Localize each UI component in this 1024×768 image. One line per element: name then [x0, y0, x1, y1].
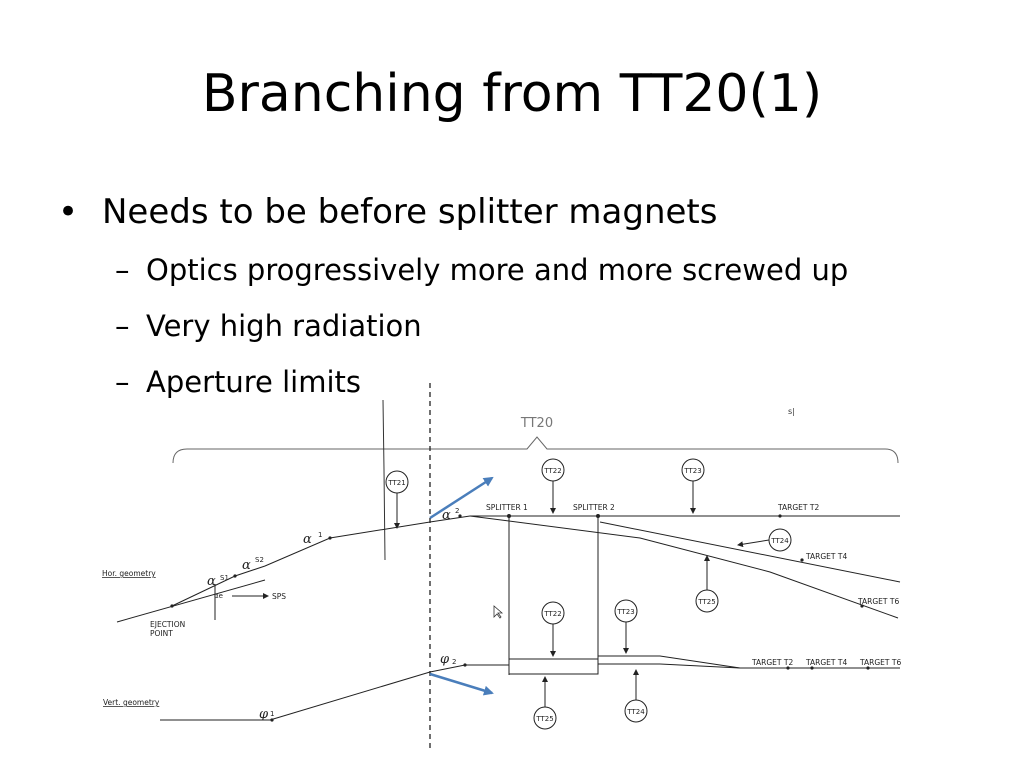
tt25-bottom-label: TT25	[535, 715, 553, 723]
sub-bullet-text: Optics progressively more and more screw…	[146, 253, 849, 287]
sub-bullet-dash: –	[115, 309, 130, 343]
sub-bullet-dash: –	[115, 253, 130, 287]
tt22-top-label: TT22	[543, 467, 561, 475]
tt25-top-circle	[695, 555, 719, 613]
tt22-bottom-circle	[541, 601, 565, 657]
horizontal-dots	[170, 514, 864, 608]
hor-geometry-label: Hor. geometry	[102, 569, 156, 578]
vertical-geometry	[160, 655, 900, 721]
vert-target-t4-label: TARGET T4	[805, 658, 847, 667]
sub-bullet-item: – Optics progressively more and more scr…	[58, 250, 998, 290]
alpha-s1-symbol: α	[207, 574, 216, 589]
tt21-label: TT21	[387, 479, 405, 487]
bullet-list: • Needs to be before splitter magnets – …	[58, 190, 998, 402]
tt24-top-circle	[737, 528, 792, 552]
vertical-dots	[270, 663, 870, 722]
phi-2-index: 2	[452, 658, 456, 666]
alpha-2-symbol: α	[442, 508, 451, 523]
bullet-dot: •	[58, 192, 79, 232]
tt23-top-circle	[681, 458, 705, 514]
tt22-top-circle	[541, 458, 565, 514]
tt21-circle	[385, 470, 409, 529]
tt23-bottom-circle	[614, 599, 638, 654]
tt20-label: TT20	[520, 416, 553, 431]
tt24-bottom-circle	[624, 669, 648, 723]
vert-geometry-label: Vert. geometry	[103, 698, 160, 707]
sub-bullet-item: – Aperture limits	[58, 362, 998, 402]
tt20-brace	[172, 436, 899, 464]
splitter1-label: SPLITTER 1	[486, 503, 528, 512]
target-t2-label: TARGET T2	[777, 503, 819, 512]
alpha-1-index: 1	[318, 531, 322, 539]
vert-target-t6-label: TARGET T6	[859, 658, 901, 667]
slide-title: Branching from TT20(1)	[201, 64, 823, 124]
alpha-1-symbol: α	[303, 532, 312, 547]
bullet-item: • Needs to be before splitter magnets	[58, 190, 998, 234]
blue-arrow-vertical	[429, 672, 494, 696]
alpha-e-label: αe	[214, 592, 223, 600]
sub-bullet-item: – Very high radiation	[58, 306, 998, 346]
phi-1-symbol: φ	[259, 707, 269, 722]
alpha-s1-index: S1	[220, 574, 229, 582]
tt25-top-label: TT25	[697, 598, 715, 606]
target-t6-label: TARGET T6	[857, 597, 899, 606]
blue-arrow-horizontal	[429, 476, 494, 520]
sps-label: SPS	[272, 592, 286, 601]
tt23-bottom-label: TT23	[616, 608, 634, 616]
bullet-text: Needs to be before splitter magnets	[102, 192, 718, 232]
target-t4-label: TARGET T4	[805, 552, 847, 561]
ejection-label: EJECTION	[150, 620, 185, 629]
phi-1-index: 1	[270, 710, 274, 718]
tt23-top-label: TT23	[683, 467, 701, 475]
alpha-s2-index: S2	[255, 556, 264, 564]
s-marker: s|	[788, 407, 795, 416]
tt24-bottom-label: TT24	[626, 708, 645, 716]
phi-2-symbol: φ	[440, 652, 450, 667]
tt22-bottom-label: TT22	[543, 610, 561, 618]
point-label: POINT	[150, 629, 173, 638]
sub-bullet-dash: –	[115, 365, 130, 399]
sub-bullet-text: Aperture limits	[146, 365, 362, 399]
sub-bullet-text: Very high radiation	[146, 309, 422, 343]
survey-line	[382, 399, 386, 561]
tt25-bottom-circle	[533, 676, 557, 730]
tt24-top-label: TT24	[770, 537, 789, 545]
cursor-icon	[493, 605, 504, 619]
vert-target-t2-label: TARGET T2	[751, 658, 793, 667]
splitter2-label: SPLITTER 2	[573, 503, 615, 512]
alpha-s2-symbol: α	[242, 558, 251, 573]
alpha-2-index: 2	[455, 507, 459, 515]
